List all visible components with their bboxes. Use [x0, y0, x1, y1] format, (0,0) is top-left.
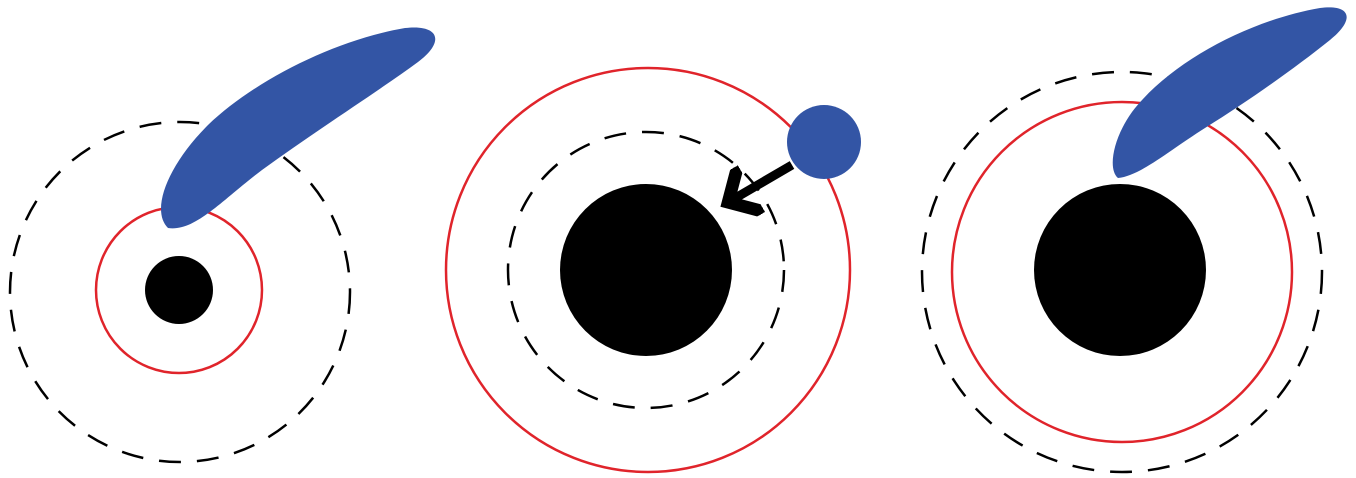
panel-1: [10, 27, 435, 462]
black-hole: [145, 256, 213, 324]
stellar-stream: [1113, 7, 1347, 178]
stellar-stream: [161, 27, 435, 228]
black-hole: [1034, 184, 1206, 356]
black-hole: [560, 184, 732, 356]
star: [787, 105, 861, 179]
infall-arrow: [732, 165, 792, 200]
panel-3: [922, 7, 1347, 472]
panel-2: [446, 68, 861, 472]
